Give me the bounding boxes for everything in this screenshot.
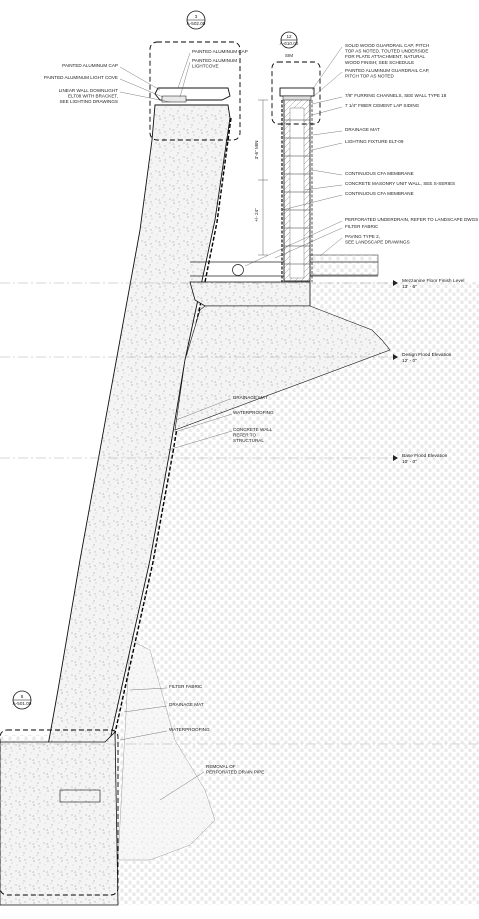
note-low: PERFORATED DRAIN PIPE (206, 770, 264, 775)
note-right: TOP AS NOTED, TOUTED UNDERSIDE (345, 49, 428, 54)
slab-haunch (174, 305, 391, 431)
section-tag-number: 8 (21, 694, 24, 699)
note-right: LIGHTING FIXTURE ELT-09 (345, 139, 404, 144)
detail-callout-rail (271, 61, 321, 125)
note-left-top: ELT08 WITH BRACKET, (68, 94, 118, 99)
note-right: 7/8" FURRING CHANNELS, SEE WALL TYPE 18 (345, 93, 447, 98)
backfill-wedge (150, 300, 479, 905)
note-low: WATERPROOFING (169, 727, 210, 732)
footing (0, 731, 119, 906)
leader-lines (119, 46, 343, 801)
note-low: DRAINAGE MAT (169, 702, 204, 707)
section-tag-number: 12 (286, 34, 292, 39)
underdrain-pipe (232, 264, 244, 276)
dimension-lines (258, 99, 268, 256)
guardrail-cap (279, 87, 315, 97)
note-right: CONTINUOUS CFA MEMBRANE (345, 171, 414, 176)
paving (309, 254, 379, 276)
section-tag-sheet: A-610.00 (280, 41, 299, 46)
note-left-top: PAINTED ALUMINUM CAP (62, 63, 118, 68)
section-tag-sheet: A-501.00 (13, 701, 32, 706)
gravel-wedge (117, 639, 216, 861)
cmu-core (289, 107, 305, 279)
note-cap: LIGHTCOVE (192, 64, 219, 69)
note-right: SOLID WOOD GUARDRAIL CAP, PITCH (345, 43, 429, 48)
level-name: Mezzanine Floor Finish Level (402, 278, 464, 284)
waterproofing-line (99, 117, 232, 796)
note-right: DRAINAGE MAT (345, 127, 380, 132)
dimension-upper: 3'-6" MIN (254, 141, 259, 160)
note-left-top: SEE LIGHTING DRAWINGS (59, 99, 118, 104)
note-right: SEE LANDSCAPE DRAWINGS (345, 240, 410, 245)
dimension-lower: +/- 24" (254, 208, 259, 222)
note-mid: DRAINAGE MAT (233, 395, 268, 400)
note-right: FOR PLATE ATTACHMENT, NATURAL (345, 54, 426, 59)
note-low: FILTER FABRIC (169, 684, 203, 689)
cmu-courses (284, 119, 310, 265)
detail-callout-top (149, 41, 241, 141)
footing-key (59, 789, 101, 803)
note-right: PAINTED ALUMINUM GUARDRAIL CAP, (345, 68, 429, 73)
section-tag-sub: SIM (285, 53, 293, 58)
note-mid: CONCRETE WALL (233, 427, 273, 432)
level-markers (393, 280, 398, 461)
guardrail-cap-plate (282, 95, 312, 101)
mezzanine-slab (189, 281, 311, 307)
note-right: PERFORATED UNDERDRAIN, REFER TO LANDSCAP… (345, 217, 478, 222)
level-lines (0, 282, 479, 745)
note-mid: REFER TO (233, 433, 256, 438)
level-name: Design Flood Elevation (402, 352, 452, 358)
note-mid: STRUCTURAL (233, 438, 264, 443)
note-mid: WATERPROOFING (233, 410, 274, 415)
level-elevation: 10' - 0" (402, 459, 417, 465)
note-right: PAVING TYPE 2, (345, 234, 380, 239)
note-cap: PAINTED ALUMINUM (192, 58, 237, 63)
level-elevation: 12' - 0" (402, 358, 417, 364)
level-name: Base Flood Elevation (402, 453, 448, 459)
note-low: REMOVAL OF (206, 764, 236, 769)
section-tag-sheet: A-502.00 (187, 21, 206, 26)
detail-callout-footing (0, 729, 119, 896)
note-right: 7 1/4" FIBER CEMENT LAP SIDING (345, 103, 420, 108)
note-right: WOOD FINISH; SEE SCHEDULE (345, 60, 414, 65)
note-left-top: LINEAR WALL DOWNLIGHT (59, 88, 119, 93)
note-cap: PAINTED ALUMINUM CAP (192, 49, 248, 54)
note-left-top: PAINTED ALUMINUM LIGHT COVE (44, 75, 118, 80)
note-right: CONTINUOUS CFA MEMBRANE (345, 191, 414, 196)
light-cove (161, 95, 187, 103)
note-right: PITCH TOP AS NOTED (345, 74, 394, 79)
level-elevation: 13' - 6" (402, 284, 417, 290)
note-right: CONCRETE MASONRY UNIT WALL, SEE S-SERIES (345, 181, 455, 186)
note-right: FILTER FABRIC (345, 224, 379, 229)
section-tag-number: 3 (195, 14, 198, 19)
